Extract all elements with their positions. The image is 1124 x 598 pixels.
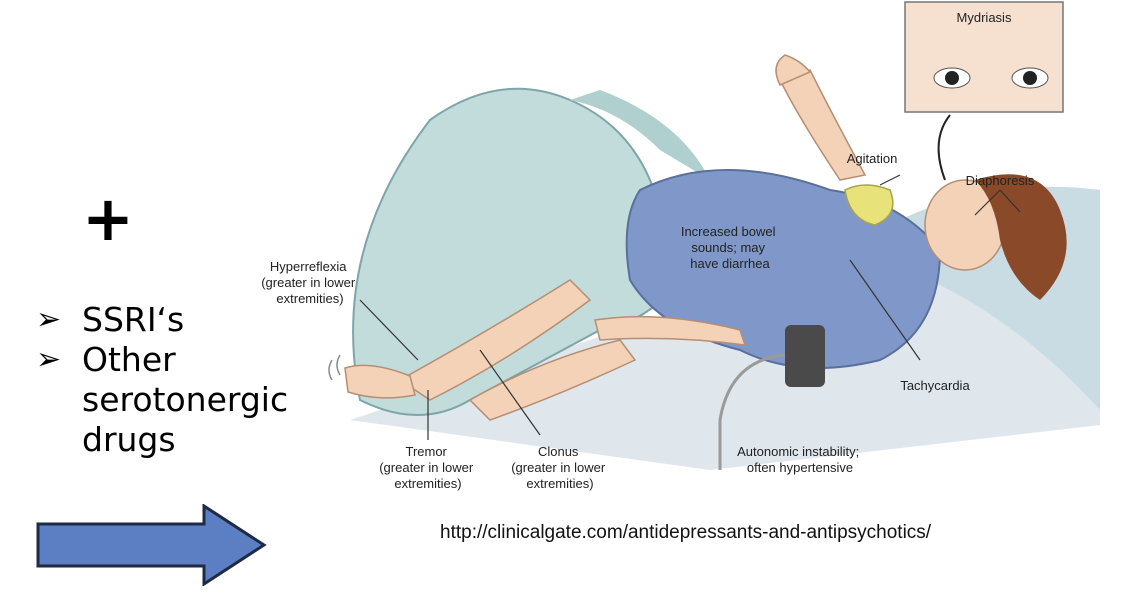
bullet-text: SSRI‘s — [82, 300, 184, 339]
serotonin-syndrome-illustration: Mydriasis Agitation Diaphoresis Increase… — [240, 0, 1100, 505]
bullet-text-line: drugs — [82, 420, 176, 459]
label-bowel: Increased bowel sounds; may have diarrhe… — [681, 224, 779, 271]
blood-pressure-cuff — [785, 325, 825, 387]
inset-arrow — [939, 115, 950, 180]
pupil-left — [945, 71, 959, 85]
bullet-text-line: Other — [82, 340, 176, 379]
label-agitation: Agitation — [847, 151, 898, 166]
arrowhead-bullet-icon: ➢ — [36, 300, 61, 340]
right-arrow-icon — [36, 504, 268, 586]
label-tremor: Tremor (greater in lower extremities) — [379, 444, 477, 491]
label-mydriasis: Mydriasis — [957, 10, 1012, 25]
arrowhead-bullet-icon: ➢ — [36, 340, 61, 380]
label-diaphoresis: Diaphoresis — [966, 173, 1035, 188]
label-autonomic: Autonomic instability; often hypertensiv… — [737, 444, 863, 475]
pupil-right — [1023, 71, 1037, 85]
source-url: http://clinicalgate.com/antidepressants-… — [440, 522, 931, 544]
label-hyperreflexia: Hyperreflexia (greater in lower extremit… — [261, 259, 359, 306]
arrow-shape — [38, 506, 264, 584]
plus-sign: + — [82, 188, 134, 250]
tremor-lines — [329, 355, 340, 380]
label-tachycardia: Tachycardia — [900, 378, 970, 393]
